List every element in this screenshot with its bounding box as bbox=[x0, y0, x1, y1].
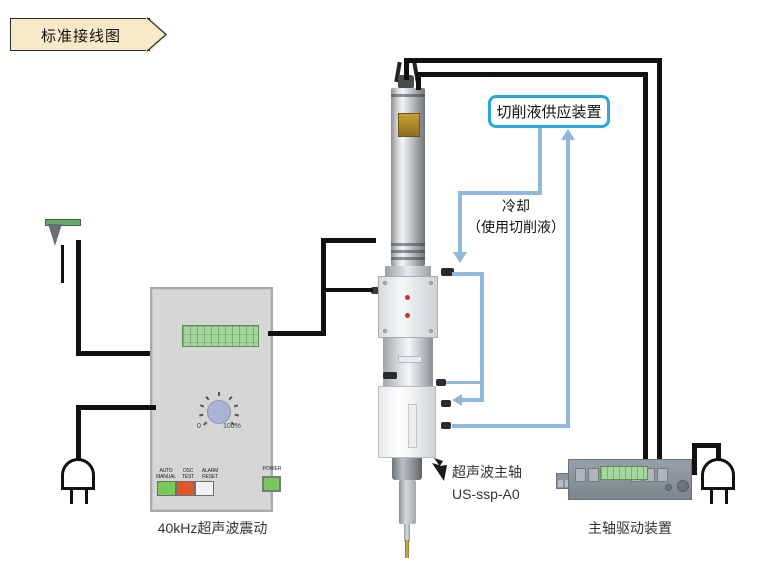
wire-spindle-top-b-h bbox=[416, 72, 648, 77]
generator-caption: 40kHz超声波震动 bbox=[157, 520, 268, 536]
button-label-alarm-reset: ALARM RESET bbox=[201, 468, 219, 480]
fluid-connector-lower-b bbox=[441, 422, 451, 429]
fluid-connector-mid bbox=[436, 379, 446, 386]
spindle-callout-line-2: US-ssp-A0 bbox=[452, 486, 520, 502]
cooling-line-1: 冷却 bbox=[502, 198, 530, 214]
power-button[interactable] bbox=[262, 476, 281, 492]
spindle-callout-arrow-icon bbox=[432, 458, 447, 481]
diagram-title-text: 标准接线图 bbox=[40, 28, 121, 45]
osc-test-button[interactable] bbox=[176, 481, 195, 496]
cooling-annotation: 冷却 （使用切削液） bbox=[456, 196, 576, 238]
hose-return-bottom bbox=[452, 424, 570, 428]
spindle-mid-nameplate bbox=[398, 356, 422, 363]
banner-tip-outline bbox=[146, 17, 167, 53]
drive-unit-lcd-display bbox=[600, 466, 648, 480]
spindle-junction-box bbox=[378, 276, 438, 338]
hose-return-arrow-up bbox=[561, 129, 575, 140]
hose-return-vertical bbox=[566, 140, 570, 428]
wire-generator-right-h bbox=[268, 331, 326, 336]
drill-bit bbox=[405, 540, 409, 558]
generator-knob-scale: 0 100% bbox=[195, 392, 243, 436]
wire-right-vertical-b bbox=[643, 72, 648, 470]
knob-min-label: 0 bbox=[197, 423, 201, 430]
wire-drive-to-plug-h bbox=[692, 443, 720, 448]
wire-generator-right-v bbox=[321, 238, 326, 336]
hose-supply-vertical bbox=[458, 191, 462, 254]
hose-branch-arrow-left bbox=[452, 394, 462, 406]
spindle-callout: 超声波主轴 US-ssp-A0 bbox=[452, 461, 582, 505]
wire-drive-to-plug-v bbox=[692, 443, 697, 475]
cooling-line-2: （使用切削液） bbox=[467, 219, 565, 235]
transducer-stem bbox=[61, 245, 64, 283]
wire-plug-right-stub bbox=[716, 443, 721, 461]
hose-supply-left bbox=[458, 191, 542, 195]
wire-generator-to-plug-h bbox=[76, 405, 156, 410]
transducer-horn-icon bbox=[48, 224, 62, 246]
spindle-left-connector bbox=[383, 372, 397, 379]
wire-right-vertical-a bbox=[657, 58, 662, 470]
spindle-box-left-connector bbox=[371, 287, 383, 294]
wire-transducer-vertical bbox=[76, 240, 81, 356]
hose-mid-connector-link bbox=[446, 381, 482, 384]
wire-to-spindle-box bbox=[321, 238, 376, 243]
knob-max-label: 100% bbox=[223, 423, 241, 430]
hose-branch-vertical bbox=[480, 272, 484, 400]
cutting-fluid-supply-label: 切削液供应装置 bbox=[496, 104, 602, 121]
power-button-label: POWER bbox=[262, 466, 282, 472]
diagram-title-banner: 标准接线图 bbox=[10, 18, 168, 52]
spindle-callout-line-1: 超声波主轴 bbox=[452, 464, 522, 480]
wire-generator-to-plug-v bbox=[76, 405, 81, 461]
button-label-auto-manual: AUTO MANUAL bbox=[156, 468, 176, 480]
hose-supply-arrow-down bbox=[453, 252, 467, 263]
wire-spindle-top-b-v bbox=[416, 72, 421, 90]
spindle-lower-nameplate bbox=[408, 404, 417, 448]
fluid-connector-lower-a bbox=[441, 400, 451, 407]
cutting-fluid-supply-box: 切削液供应装置 bbox=[488, 95, 610, 128]
ultrasonic-generator-cabinet bbox=[150, 287, 273, 512]
auto-manual-button[interactable] bbox=[157, 481, 176, 496]
spindle-shoulder bbox=[385, 266, 431, 276]
button-label-osc-test: OSC TEST bbox=[182, 468, 194, 480]
wire-into-spindle-connector bbox=[321, 288, 373, 292]
generator-lcd-display bbox=[182, 325, 259, 347]
wire-spindle-top-a-h bbox=[404, 58, 662, 63]
tool-holder bbox=[399, 480, 416, 524]
spindle-nameplate bbox=[398, 113, 420, 137]
generator-power-knob[interactable] bbox=[207, 400, 231, 424]
transducer-green-cap bbox=[45, 219, 81, 226]
spindle-nose bbox=[392, 458, 422, 480]
wire-spindle-top-a-v bbox=[404, 58, 409, 80]
fluid-connector-upper bbox=[441, 268, 454, 276]
wire-transducer-to-generator bbox=[76, 351, 156, 356]
hose-branch-top bbox=[454, 272, 484, 276]
tool-shank bbox=[404, 524, 410, 542]
alarm-reset-button[interactable] bbox=[195, 481, 214, 496]
drive-unit-caption: 主轴驱动装置 bbox=[588, 520, 672, 536]
hose-supply-down bbox=[538, 128, 542, 195]
hose-branch-bottom bbox=[460, 398, 484, 402]
spindle-top-cap bbox=[398, 75, 414, 89]
spindle-lower-housing bbox=[378, 386, 436, 458]
